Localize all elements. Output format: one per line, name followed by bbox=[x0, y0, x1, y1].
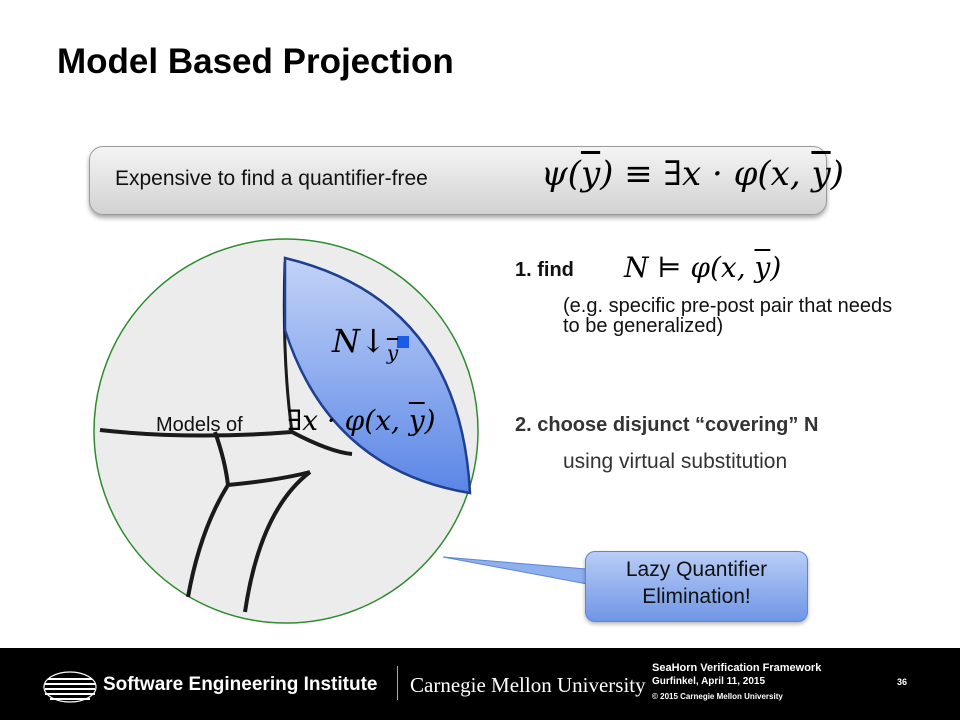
statement-banner bbox=[89, 146, 827, 215]
footer-title: SeaHorn Verification Framework bbox=[652, 662, 822, 674]
partition-line-lower-right bbox=[243, 470, 312, 613]
step2-label: 2. choose disjunct “covering” N bbox=[515, 414, 819, 436]
page-number: 36 bbox=[897, 677, 908, 687]
region-formula: N↓y bbox=[332, 322, 399, 365]
callout-box bbox=[585, 551, 808, 622]
callout-line2: Elimination! bbox=[642, 585, 751, 608]
step1-label: 1. find bbox=[515, 259, 574, 281]
models-label: Models of bbox=[156, 414, 243, 436]
banner-text: Expensive to find a quantifier-free bbox=[115, 167, 428, 190]
step1-formula: N ⊨ φ(x, y) bbox=[624, 251, 782, 284]
banner-formula: ψ(y) ≡ ∃x · φ(x, y) bbox=[541, 154, 844, 194]
footer-copyright: © 2015 Carnegie Mellon University bbox=[652, 692, 783, 701]
model-point-marker bbox=[397, 336, 409, 348]
callout-tail bbox=[442, 556, 599, 587]
partition-line-cross bbox=[227, 470, 311, 487]
step1-note: (e.g. specific pre-post pair that needs … bbox=[563, 295, 893, 337]
cmu-name: Carnegie Mellon University bbox=[410, 673, 646, 697]
partition-line-lower-left bbox=[186, 483, 230, 598]
partition-line-right bbox=[291, 430, 353, 456]
slide-title: Model Based Projection bbox=[57, 42, 454, 81]
step2-subtext: using virtual substitution bbox=[563, 450, 788, 473]
footer-divider bbox=[397, 666, 398, 700]
partition-line-left bbox=[99, 428, 293, 438]
sei-logo-icon bbox=[43, 671, 97, 703]
models-formula: ∃x · φ(x, y) bbox=[287, 404, 436, 437]
sei-name: Software Engineering Institute bbox=[103, 674, 378, 695]
footer-author-date: Gurfinkel, April 11, 2015 bbox=[652, 676, 766, 687]
partition-line-mid bbox=[213, 431, 230, 486]
callout-line1: Lazy Quantifier bbox=[625, 558, 768, 581]
disjunct-region bbox=[283, 256, 472, 495]
footer-bar bbox=[0, 648, 960, 720]
